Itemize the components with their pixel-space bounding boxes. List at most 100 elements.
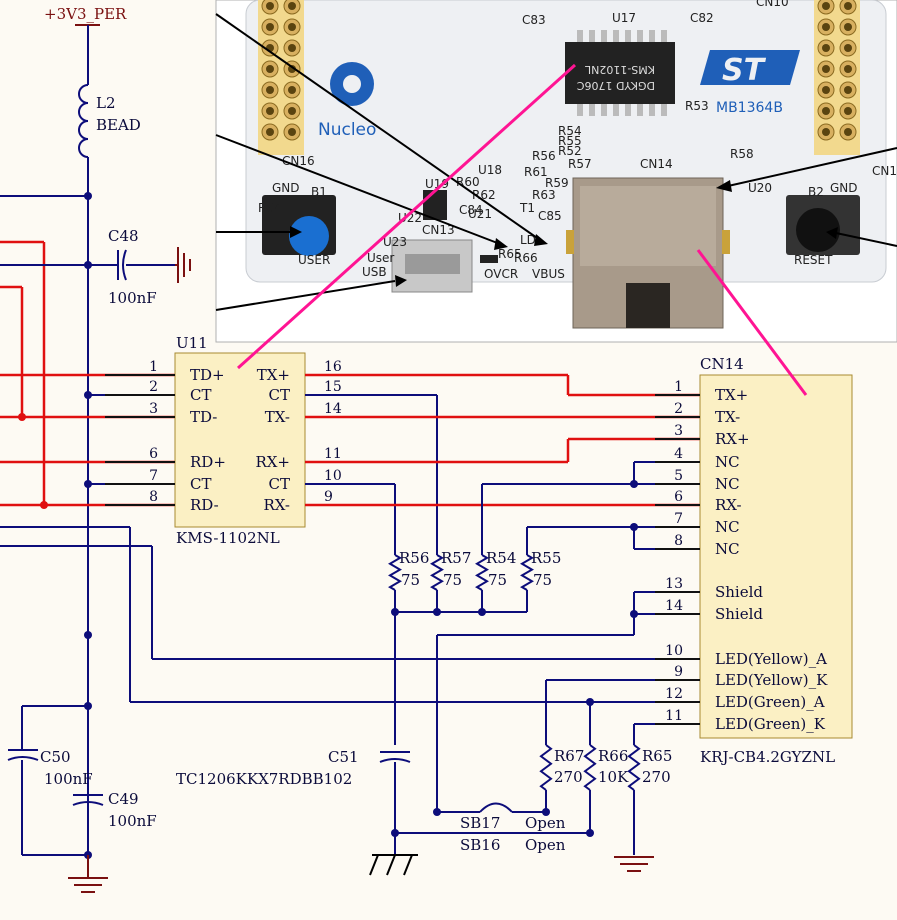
reset-button — [786, 195, 860, 255]
cn14-pin-name: NC — [715, 453, 740, 471]
board-silk-label: LD — [520, 233, 536, 247]
sb16-value: Open — [525, 836, 566, 854]
u11-left-pin-name: RD+ — [190, 453, 226, 471]
board-silk-label: U20 — [748, 181, 772, 195]
c49-ref: C49 — [108, 790, 139, 808]
c50-value: 100nF — [44, 770, 93, 788]
resistor-ref: R55 — [531, 549, 561, 567]
cn14-pin-name: TX- — [715, 408, 740, 426]
cn14-pin-number: 6 — [674, 489, 683, 505]
board-silk-label: R60 — [456, 175, 480, 189]
u11-right-pin-number: 16 — [324, 359, 342, 375]
board-silk-label: USER — [298, 253, 330, 267]
board-silk-label: GND — [830, 181, 858, 195]
c48-capacitor: C48 100nF — [108, 227, 191, 307]
chip-marking-1: KMS-1102NL — [584, 63, 655, 76]
u11-left-pin-number: 7 — [149, 468, 158, 484]
board-silk-label: T1 — [519, 201, 535, 215]
c50-c49-capacitors: C50 100nF C49 100nF — [7, 705, 157, 893]
board-silk-label: CN10 — [756, 0, 789, 9]
user-button — [262, 195, 336, 256]
board-silk-label: R59 — [545, 176, 569, 190]
board-silk-label: R64 — [258, 201, 282, 215]
resistor-value: 75 — [488, 571, 507, 589]
c51-capacitor: C51 TC1206KKX7RDBB102 — [176, 748, 418, 876]
sb17-ref: SB17 — [460, 814, 500, 832]
u11-part: KMS-1102NL — [176, 529, 280, 547]
cn14-pin-number: 5 — [674, 468, 683, 484]
cn14-pin-name: TX+ — [715, 386, 748, 404]
l2-coil — [78, 84, 89, 158]
cn14-pin-name: NC — [715, 475, 740, 493]
cn14-pin-number: 7 — [674, 511, 683, 527]
u11-right-pin-name: TX- — [265, 408, 290, 426]
resistor-value: 75 — [401, 571, 420, 589]
u17-chip: KMS-1102NL DGKYD 1706C — [565, 30, 675, 116]
board-silk-label: R58 — [730, 147, 754, 161]
board-silk-label: RESET — [794, 253, 833, 267]
board-silk-label: U19 — [425, 177, 449, 191]
cn14-ref: CN14 — [700, 355, 744, 373]
board-silk-label: C85 — [538, 209, 562, 223]
u11-ref: U11 — [176, 334, 208, 352]
u11-left-pin-number: 6 — [149, 446, 158, 462]
nucleo-logo-text: Nucleo — [318, 120, 376, 140]
solder-bridges: SB17 Open SB16 Open — [395, 802, 590, 854]
u11-right-pin-name: RX+ — [255, 453, 290, 471]
cn14-pin-number: 1 — [674, 379, 683, 395]
svg-text:ST: ST — [722, 53, 767, 88]
cn14-pin-name: LED(Green)_A — [715, 693, 825, 711]
board-silk-label: R57 — [568, 157, 592, 171]
l2-ref: L2 — [96, 94, 116, 112]
supply-label: +3V3_PER — [44, 5, 127, 23]
u11-left-pin-name: TD- — [190, 408, 217, 426]
board-silk-label: R55 — [558, 134, 582, 148]
cn14-pin-number: 8 — [674, 533, 683, 549]
board-silk-label: U23 — [383, 235, 407, 249]
cn14-pin-number: 3 — [674, 423, 683, 439]
board-silk-label: VBUS — [532, 267, 565, 281]
board-silk-label: U17 — [612, 11, 636, 25]
resistor-symbol — [430, 554, 444, 591]
board-silk-label: R66 — [514, 251, 538, 265]
callout-cn14 — [696, 249, 808, 396]
c48-ref: C48 — [108, 227, 139, 245]
sb16-ref: SB16 — [460, 836, 500, 854]
cn14-pin-name: Shield — [715, 583, 763, 601]
board-silk-label: B1 — [311, 185, 327, 199]
u11-left-pin-name: TD+ — [190, 366, 225, 384]
u11-left-pin-name: CT — [190, 386, 211, 404]
c50-ref: C50 — [40, 748, 71, 766]
cn14-pin-number: 2 — [674, 401, 683, 417]
board-silk-label: R61 — [524, 165, 548, 179]
u11-right-pin-name: CT — [269, 386, 290, 404]
board-silk-label: U18 — [478, 163, 502, 177]
resistor-symbol — [388, 554, 402, 591]
resistor-ref: R67 — [554, 747, 584, 765]
board-silk-label: R63 — [532, 188, 556, 202]
u11-right-pin-number: 15 — [324, 379, 342, 395]
c49-value: 100nF — [108, 812, 157, 830]
board-model: MB1364B — [716, 100, 783, 116]
supply-section: +3V3_PER L2 BEAD — [44, 5, 141, 859]
u11-left-pin-number: 2 — [149, 379, 158, 395]
cn14-pin-number: 10 — [665, 643, 683, 659]
board-silk-label: R56 — [532, 149, 556, 163]
cn14-pin-name: LED(Yellow)_A — [715, 650, 827, 668]
rj45-jack — [566, 177, 730, 329]
board-silk-label: User — [367, 251, 394, 265]
resistor-value: 75 — [533, 571, 552, 589]
resistor-symbol — [520, 554, 534, 591]
callout-u11 — [236, 63, 577, 370]
c51-ref: C51 — [328, 748, 359, 766]
cn14-pin-name: NC — [715, 540, 740, 558]
u11-right-pin-number: 10 — [324, 468, 342, 484]
cn14-pin-name: LED(Green)_K — [715, 715, 826, 733]
u11-left-pin-number: 3 — [149, 401, 158, 417]
board-silk-label: CN12 — [872, 164, 897, 178]
u11-left-pin-name: RD- — [190, 496, 219, 514]
board-silk-label: CN14 — [640, 157, 673, 171]
